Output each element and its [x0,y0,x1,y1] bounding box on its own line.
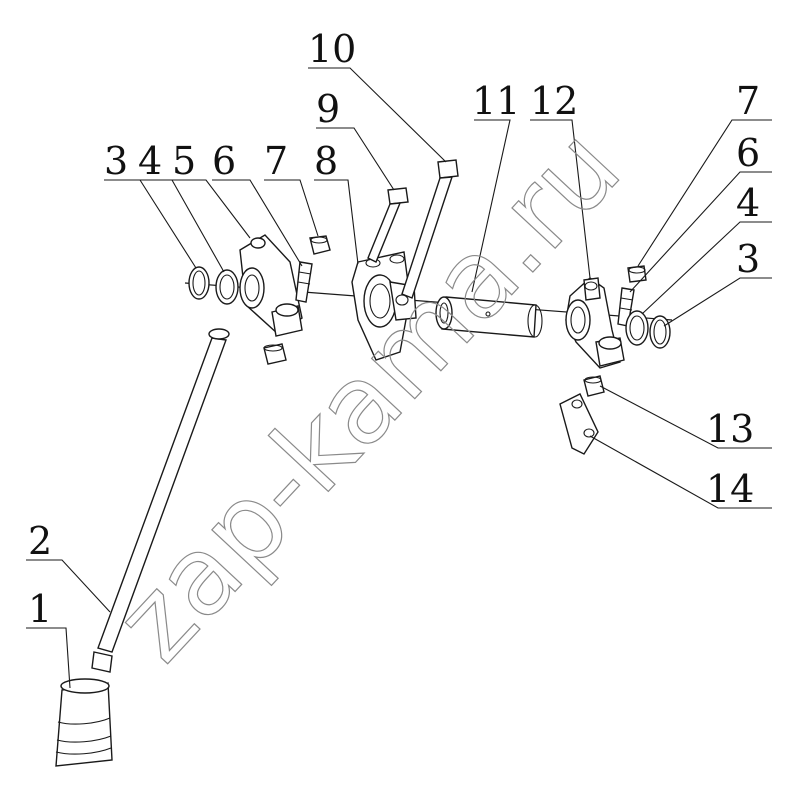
callout-12: 12 [530,79,578,123]
part-clamp-plate [559,393,599,455]
callout-4-left: 4 [138,139,162,183]
leader-12 [530,119,591,279]
callout-10: 10 [308,27,356,71]
leader-7-right [637,119,772,267]
callout-1: 1 [28,587,52,631]
callout-6-right: 6 [736,131,760,175]
callout-13: 13 [706,407,754,451]
callout-3-right: 3 [736,237,760,281]
part-nut-13 [583,375,605,397]
part-rocker-arm-left [239,234,303,337]
part-adjust-screw-left [295,261,313,303]
leader-13 [599,385,772,449]
part-bolt-short [367,187,409,263]
leader-4-left [138,179,225,273]
leader-6-left [212,179,303,267]
watermark-text: zap-kama.ru [92,105,644,684]
part-washer-right [625,310,649,346]
callout-7-left: 7 [264,139,288,183]
callout-6-left: 6 [212,139,236,183]
leader-lines [26,67,772,689]
part-tappet [55,678,113,767]
part-nut-lower-left [263,343,287,365]
callout-labels: 1 2 3 4 5 6 7 8 9 10 11 12 7 6 4 3 13 14 [28,27,760,631]
part-bolt-long [401,159,459,299]
callout-9: 9 [316,87,340,131]
callout-5: 5 [172,139,196,183]
callout-11: 11 [472,79,520,123]
callout-4-right: 4 [736,181,760,225]
leader-9 [316,127,395,191]
part-push-rod [91,328,230,673]
callout-3-left: 3 [104,139,128,183]
leader-14 [589,435,772,509]
leader-8 [314,179,359,265]
leader-10 [308,67,447,163]
leader-3-left [104,179,197,269]
callout-2: 2 [28,519,52,563]
part-lock-nut-left [309,235,331,255]
leader-4-right [641,221,772,315]
part-rocker-shaft [435,296,543,338]
callout-7-right: 7 [736,79,760,123]
part-rocker-arm-right [565,277,625,369]
callout-8: 8 [314,139,338,183]
part-lock-nut-right [627,265,647,283]
leader-6-right [629,171,772,293]
leader-5 [172,179,251,239]
part-washer-left [215,269,239,305]
callout-14: 14 [706,467,754,511]
part-snap-ring-right [649,315,671,349]
leader-1 [26,627,71,689]
leader-11 [471,119,511,293]
leader-7-left [264,179,319,237]
leader-3-right [663,277,772,327]
part-snap-ring-left [188,266,210,300]
part-rocker-support [351,251,417,361]
leader-2 [26,559,111,613]
